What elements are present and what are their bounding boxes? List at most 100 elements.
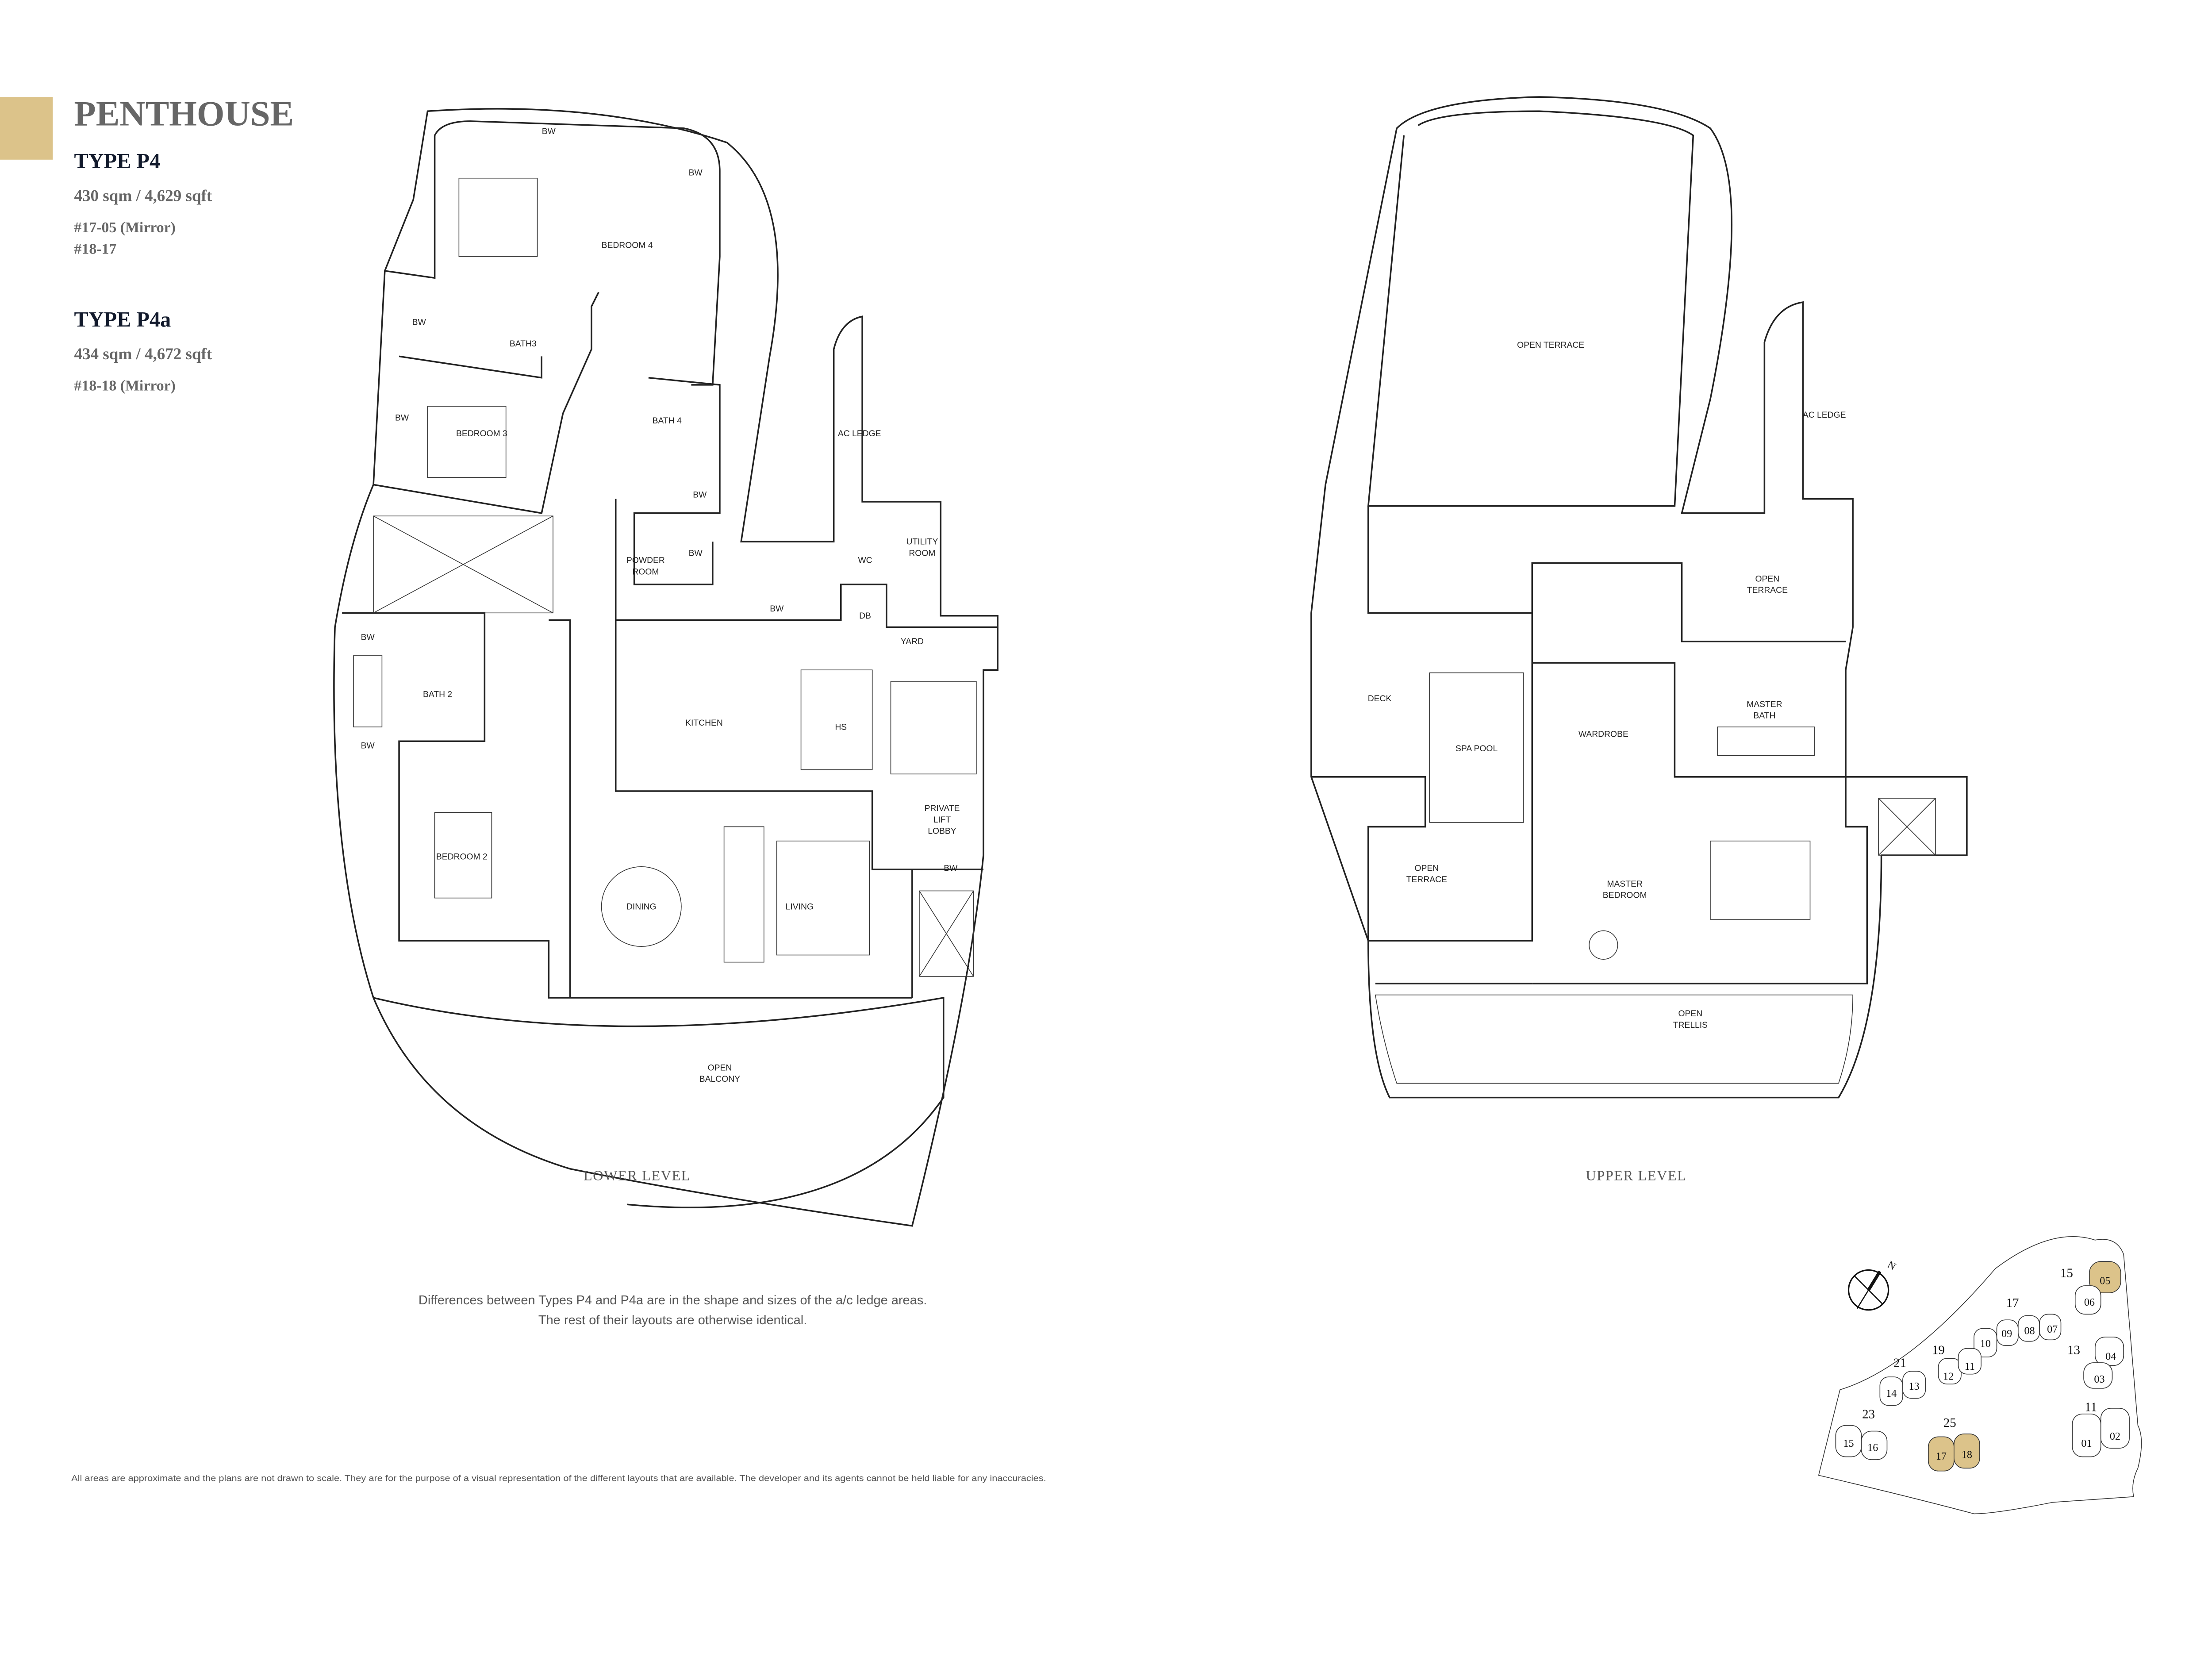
- room-label-open-terrace: OPEN TERRACE: [1517, 341, 1584, 350]
- room-label-master-bath: BATH: [1753, 711, 1775, 721]
- room-label-master-bath: MASTER: [1747, 700, 1782, 709]
- unit-label: 12: [1943, 1371, 1954, 1383]
- upper-level-plan: [1310, 96, 1968, 1099]
- room-label-ac-ledge: AC LEDGE: [838, 429, 881, 438]
- room-label-ac-ledge: AC LEDGE: [1803, 411, 1846, 420]
- unit-label: 01: [2081, 1438, 2092, 1449]
- unit-label: 07: [2047, 1323, 2058, 1335]
- compass-icon: N: [1847, 1259, 1898, 1311]
- room-label-dining: DINING: [626, 902, 657, 911]
- unit-16: [1861, 1430, 1888, 1460]
- room-label: BW: [412, 318, 426, 327]
- type-p4-area: 430 sqm / 4,629 sqft: [74, 187, 212, 205]
- room-label-open-terrace: TERRACE: [1406, 875, 1447, 884]
- upper-level-labels: OPEN TERRACE AC LEDGE OPEN TERRACE DECK …: [1368, 341, 1846, 1183]
- unit-11: [1958, 1348, 1982, 1375]
- key-plan: N 15 05 06 17 10 09 08 07: [1818, 1236, 2142, 1514]
- block-label: 23: [1862, 1407, 1875, 1422]
- differences-note: The rest of their layouts are otherwise …: [538, 1313, 807, 1327]
- upper-level-caption: UPPER LEVEL: [1586, 1168, 1686, 1184]
- block-label: 15: [2060, 1266, 2073, 1280]
- room-label-private-lift-lobby: LIFT: [933, 815, 951, 825]
- unit-label: 10: [1980, 1338, 1991, 1349]
- room-label-bedroom-2: BEDROOM 2: [436, 853, 488, 862]
- type-p4-unit: #17-05 (Mirror): [74, 219, 176, 236]
- unit-label: 17: [1936, 1450, 1947, 1462]
- unit-10: [1974, 1328, 1997, 1357]
- room-label-powder-room: POWDER: [626, 556, 665, 565]
- room-label-open-terrace: TERRACE: [1747, 586, 1788, 595]
- room-label-open-balcony: BALCONY: [699, 1075, 740, 1084]
- room-label-master-bedroom: BEDROOM: [1603, 891, 1647, 900]
- room-label: BW: [693, 490, 707, 500]
- room-label-bath-4: BATH 4: [653, 416, 682, 426]
- room-label-open-terrace: OPEN: [1414, 864, 1439, 873]
- unit-06: [2074, 1285, 2101, 1315]
- room-label: BW: [542, 127, 556, 136]
- room-label-utility-room: ROOM: [909, 549, 935, 558]
- unit-18-highlighted: [1954, 1434, 1980, 1469]
- unit-label: 13: [1909, 1380, 1920, 1392]
- room-label: BW: [689, 168, 703, 177]
- unit-03: [2083, 1362, 2113, 1389]
- block-label: 25: [1943, 1416, 1956, 1430]
- room-label-utility-room: UTILITY: [906, 538, 938, 547]
- block-label: 17: [2006, 1296, 2019, 1310]
- unit-label: 15: [1843, 1438, 1854, 1449]
- north-label: N: [1885, 1259, 1898, 1273]
- room-label: BW: [770, 604, 784, 614]
- room-label-yard: YARD: [901, 637, 924, 646]
- room-label: BW: [689, 549, 703, 558]
- room-label-kitchen: KITCHEN: [685, 719, 723, 728]
- page-title: PENTHOUSE: [74, 94, 294, 134]
- unit-label: 11: [1965, 1361, 1975, 1372]
- room-label-private-lift-lobby: LOBBY: [928, 827, 956, 836]
- type-p4-title: TYPE P4: [74, 150, 161, 173]
- lower-level-plan: [333, 108, 998, 1227]
- unit-label: 03: [2094, 1373, 2104, 1385]
- spa-pool-tiles: [1429, 672, 1524, 823]
- room-label-living: LIVING: [786, 902, 814, 911]
- room-label: BW: [361, 741, 375, 750]
- unit-01: [2072, 1414, 2101, 1457]
- unit-label: 02: [2110, 1430, 2120, 1442]
- room-label-spa-pool: SPA POOL: [1455, 744, 1498, 753]
- floor-plan-page: PENTHOUSE TYPE P4 430 sqm / 4,629 sqft #…: [0, 94, 2142, 1514]
- disclaimer: All areas are approximate and the plans …: [71, 1474, 1046, 1483]
- room-label-bath-2: BATH 2: [423, 690, 452, 699]
- unit-label: 18: [1962, 1449, 1972, 1461]
- room-label-deck: DECK: [1368, 694, 1392, 703]
- block-label: 21: [1893, 1356, 1906, 1370]
- room-label-open-terrace: OPEN: [1755, 574, 1779, 584]
- room-label-private-lift-lobby: PRIVATE: [925, 804, 960, 813]
- block-label: 11: [2085, 1400, 2097, 1414]
- unit-label: 16: [1867, 1442, 1878, 1454]
- room-label-bedroom-4: BEDROOM 4: [602, 241, 653, 250]
- room-label: BW: [395, 413, 409, 423]
- room-label-wc: WC: [858, 556, 872, 565]
- unit-label: 05: [2100, 1275, 2110, 1287]
- block-label: 13: [2067, 1343, 2080, 1357]
- room-label-open-balcony: OPEN: [708, 1063, 732, 1072]
- room-label-wardrobe: WARDROBE: [1578, 730, 1628, 739]
- type-p4a-area: 434 sqm / 4,672 sqft: [74, 345, 212, 363]
- lower-level-labels: BW BW BEDROOM 4 BW BATH3 BW BEDROOM 3 BA…: [361, 127, 960, 1184]
- unit-label: 14: [1886, 1388, 1897, 1399]
- room-label-powder-room: ROOM: [632, 567, 659, 577]
- differences-note: Differences between Types P4 and P4a are…: [419, 1293, 927, 1307]
- unit-label: 06: [2084, 1296, 2095, 1308]
- room-label-db: DB: [859, 611, 871, 621]
- room-label-open-trellis: OPEN: [1678, 1009, 1703, 1019]
- room-label-master-bedroom: MASTER: [1607, 880, 1643, 889]
- room-label-open-trellis: TRELLIS: [1673, 1021, 1708, 1030]
- room-label-bedroom-3: BEDROOM 3: [456, 429, 507, 438]
- block-label: 19: [1932, 1343, 1945, 1357]
- unit-label: 09: [2001, 1328, 2012, 1340]
- type-p4a-unit: #18-18 (Mirror): [74, 378, 176, 394]
- room-label: BW: [944, 864, 958, 873]
- unit-label: 08: [2024, 1325, 2035, 1337]
- room-label-bath-3: BATH3: [510, 339, 537, 349]
- unit-label: 04: [2105, 1350, 2116, 1362]
- unit-13: [1902, 1371, 1926, 1399]
- lower-level-caption: LOWER LEVEL: [584, 1168, 691, 1184]
